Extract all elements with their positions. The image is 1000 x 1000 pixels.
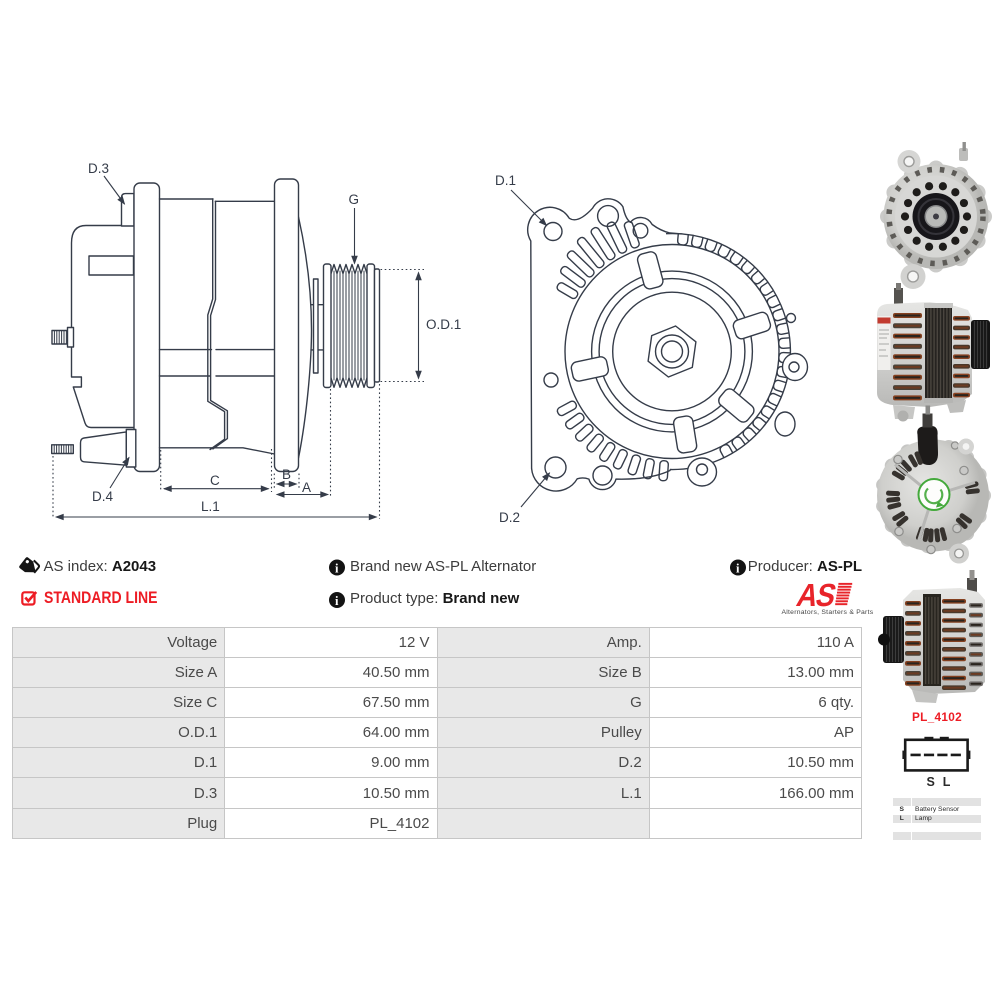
svg-text:S L: S L	[927, 775, 953, 789]
svg-text:D.2: D.2	[499, 510, 520, 525]
svg-text:L.1: L.1	[201, 499, 220, 514]
svg-text:D.3: D.3	[88, 161, 109, 176]
svg-text:AS: AS	[793, 578, 839, 613]
svg-text:O.D.1: O.D.1	[426, 317, 461, 332]
svg-text:i: i	[335, 594, 339, 608]
svg-text:A: A	[302, 480, 311, 495]
svg-text:i: i	[736, 562, 740, 576]
svg-text:B: B	[282, 467, 291, 482]
svg-text:i: i	[335, 562, 339, 576]
svg-text:D.4: D.4	[92, 489, 114, 504]
svg-text:G: G	[349, 192, 360, 207]
svg-text:C: C	[210, 473, 220, 488]
svg-text:PL_4102: PL_4102	[912, 710, 962, 724]
svg-text:D.1: D.1	[495, 173, 516, 188]
svg-text:Alternators, Starters & Parts: Alternators, Starters & Parts	[782, 609, 874, 616]
